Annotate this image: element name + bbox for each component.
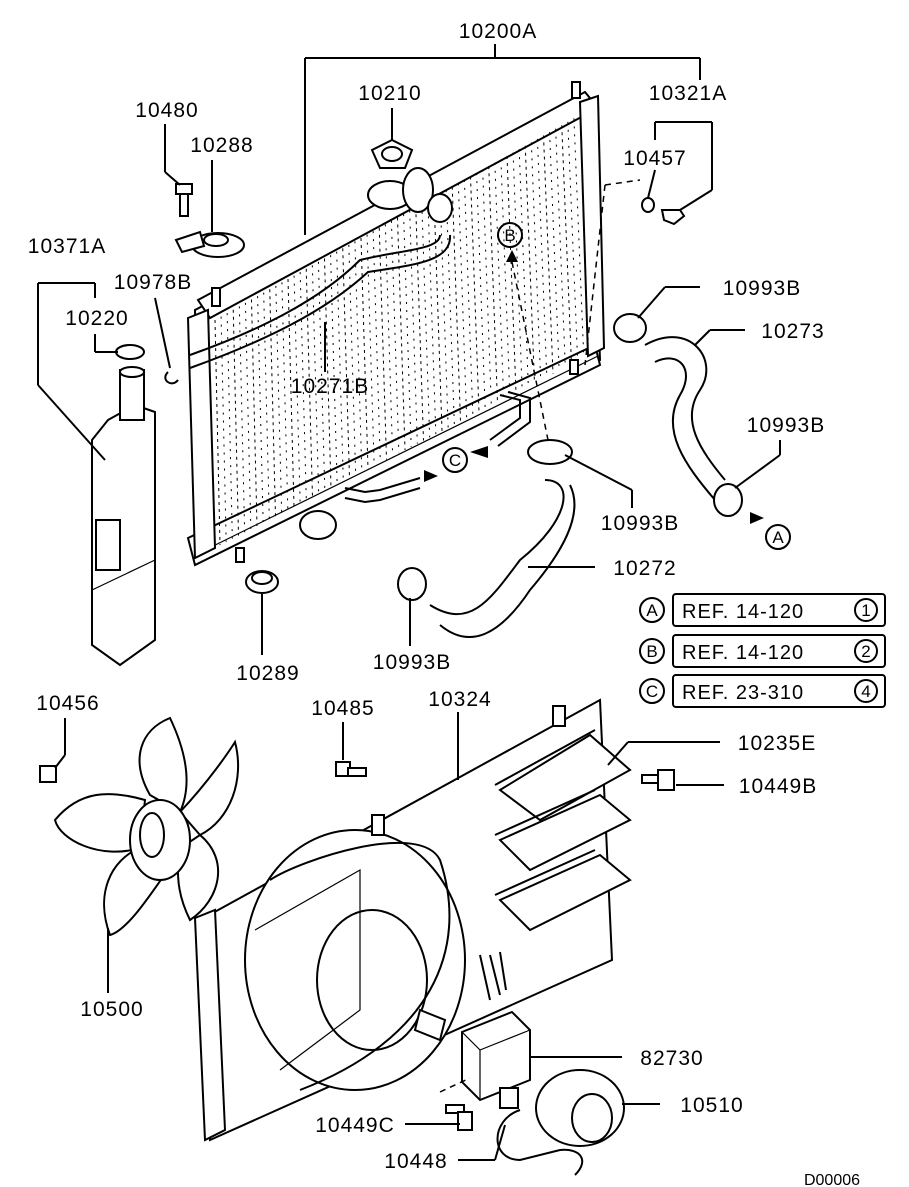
label-10272: 10272	[613, 557, 676, 580]
diagram-code: D00006	[804, 1172, 860, 1187]
label-10480: 10480	[135, 99, 198, 122]
radiator-fin	[232, 309, 239, 536]
label-10289: 10289	[236, 662, 299, 685]
reservoir-cap	[174, 230, 245, 258]
radiator-fin	[263, 292, 270, 520]
reservoir-tank	[91, 366, 156, 667]
radiator-fin	[251, 299, 258, 527]
connector-markers: B C A	[442, 222, 791, 550]
radiator-fin	[244, 302, 252, 530]
label-10485: 10485	[311, 697, 374, 720]
ref-num-C: 4	[861, 682, 870, 701]
label-10456: 10456	[36, 692, 99, 715]
radiator-drawing	[186, 81, 606, 567]
ref-letter-C: C	[646, 682, 658, 701]
radiator-fin	[390, 220, 400, 454]
ref-text-A: REF. 14-120	[682, 601, 804, 623]
radiator-fin	[354, 241, 363, 473]
ref-letter-B: B	[646, 642, 657, 661]
radiator-fin	[238, 306, 246, 533]
connector-C: C	[449, 451, 461, 470]
label-10235E: 10235E	[738, 732, 816, 755]
label-10993B-right: 10993B	[747, 414, 825, 437]
reservoir-cap-10220	[115, 344, 145, 360]
radiator-fin	[220, 316, 227, 542]
label-10200A: 10200A	[459, 20, 537, 43]
label-10321A: 10321A	[649, 82, 727, 105]
radiator-fin	[269, 289, 276, 517]
radiator-cap-gasket	[370, 138, 414, 169]
label-10220: 10220	[65, 307, 128, 330]
upper-hose	[613, 313, 743, 517]
ref-num-A: 1	[861, 601, 870, 620]
fan-blade	[53, 716, 240, 937]
fan-relay	[439, 1010, 531, 1102]
label-10978B: 10978B	[114, 271, 192, 294]
radiator-fin	[506, 155, 517, 394]
label-10449C: 10449C	[315, 1114, 395, 1137]
label-10510: 10510	[680, 1094, 743, 1117]
radiator-fin	[543, 135, 554, 375]
reference-row-C: C REF. 23-310 4	[639, 674, 886, 708]
overflow-hose	[189, 234, 441, 356]
cap-bolt	[175, 183, 193, 217]
label-10993B-low: 10993B	[373, 651, 451, 674]
radiator-fin	[281, 282, 289, 511]
drain-plug-parts	[641, 197, 686, 226]
fan-shroud	[193, 698, 614, 1142]
overflow-hose-edge	[189, 234, 452, 369]
radiator-fin	[366, 234, 375, 466]
bolt-10449C	[445, 1104, 473, 1131]
part-labels: 10200A 10210 10321A 10480 10288 10457 10…	[28, 20, 825, 1173]
radiator-fin	[372, 231, 381, 463]
bolt-10485	[335, 761, 367, 777]
connector-A: A	[772, 528, 784, 547]
label-10288: 10288	[190, 134, 253, 157]
label-10210: 10210	[358, 82, 421, 105]
radiator-fin	[384, 224, 394, 457]
label-10500: 10500	[80, 998, 143, 1021]
label-10371A: 10371A	[28, 235, 106, 258]
radiator-fin	[561, 125, 572, 365]
ref-letter-A: A	[646, 601, 658, 620]
lower-hose	[397, 439, 576, 639]
connector-arrows	[424, 179, 764, 524]
radiator-fin	[275, 285, 283, 514]
label-10448: 10448	[384, 1150, 447, 1173]
label-10449B: 10449B	[739, 775, 817, 798]
fan-motor	[496, 1069, 625, 1176]
reference-row-A: A REF. 14-120 1	[639, 593, 886, 627]
label-10993B-top: 10993B	[723, 277, 801, 300]
ref-num-B: 2	[861, 642, 870, 661]
label-10324: 10324	[428, 688, 491, 711]
bolt-10456	[39, 765, 57, 783]
reference-row-B: B REF. 14-120 2	[639, 634, 886, 668]
mount-bushing	[245, 570, 279, 594]
label-10457: 10457	[623, 147, 686, 170]
air-guide-plates	[494, 729, 632, 932]
radiator-fin	[470, 176, 480, 413]
label-10993B-mid: 10993B	[601, 512, 679, 535]
radiator-fin	[226, 313, 233, 539]
label-82730: 82730	[640, 1047, 703, 1070]
clip-10978B	[164, 371, 179, 385]
reference-table: A REF. 14-120 1 B REF. 14-120 2 C REF. 2…	[639, 593, 886, 708]
radiator-fin	[257, 296, 264, 523]
bolt-10449B	[641, 769, 675, 791]
ref-text-B: REF. 14-120	[682, 642, 804, 664]
radiator-fin	[348, 244, 357, 476]
radiator-fin	[342, 248, 350, 479]
radiator-fin	[305, 268, 313, 498]
radiator-fin	[524, 145, 535, 384]
radiator-fin	[488, 166, 498, 403]
leader-lines	[37, 44, 781, 1161]
ref-text-C: REF. 23-310	[682, 682, 804, 704]
radiator-fin	[324, 258, 332, 489]
label-10271B: 10271B	[291, 375, 369, 398]
connector-B: B	[504, 226, 515, 245]
label-10273: 10273	[761, 320, 824, 343]
radiator-fin	[287, 278, 295, 508]
